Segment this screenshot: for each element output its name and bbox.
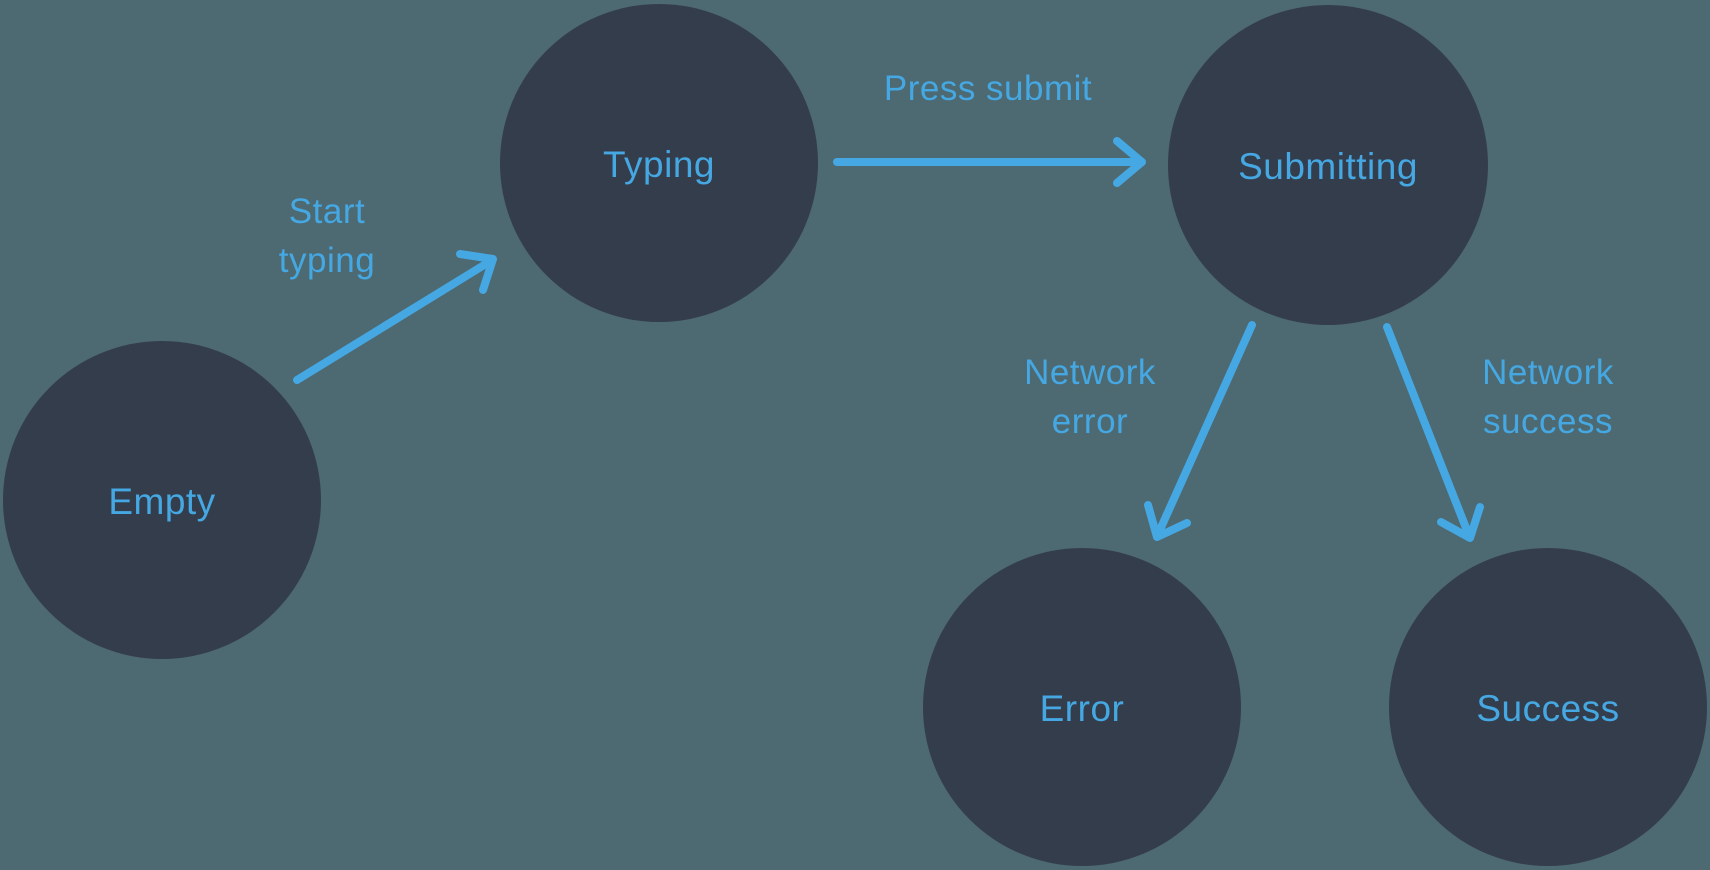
transition-arrow-start-typing <box>293 250 497 384</box>
arrowhead-icon <box>1144 501 1191 541</box>
transition-label-network-error-line1: Network <box>1024 353 1156 392</box>
transition-arrow-network-success <box>1383 323 1484 542</box>
arrowhead-icon <box>1437 503 1484 542</box>
transition-label-network-success-line1: Network <box>1482 353 1614 392</box>
arrowhead-icon <box>1113 137 1146 187</box>
state-label-success: Success <box>1476 688 1619 729</box>
state-node-typing <box>500 4 818 322</box>
transition-arrow-press-submit <box>833 137 1146 187</box>
state-label-empty: Empty <box>108 481 215 522</box>
state-node-success <box>1389 548 1707 866</box>
state-node-error <box>923 548 1241 866</box>
transition-label-start-typing-line2: typing <box>279 241 375 280</box>
state-label-submitting: Submitting <box>1238 146 1418 187</box>
arrow-shaft <box>1155 321 1256 536</box>
transition-arrow-network-error <box>1144 321 1256 541</box>
transition-label-press-submit: Press submit <box>884 69 1092 108</box>
transition-label-network-error-line2: error <box>1052 402 1128 441</box>
state-node-empty <box>3 341 321 659</box>
state-label-typing: Typing <box>603 144 715 185</box>
arrow-shaft <box>293 258 493 384</box>
transition-label-network-success-line2: success <box>1483 402 1613 441</box>
state-label-error: Error <box>1040 688 1125 729</box>
arrow-shaft <box>1383 323 1472 537</box>
arrowhead-icon <box>456 250 497 294</box>
state-node-submitting <box>1168 5 1488 325</box>
transition-label-start-typing-line1: Start <box>289 192 365 231</box>
